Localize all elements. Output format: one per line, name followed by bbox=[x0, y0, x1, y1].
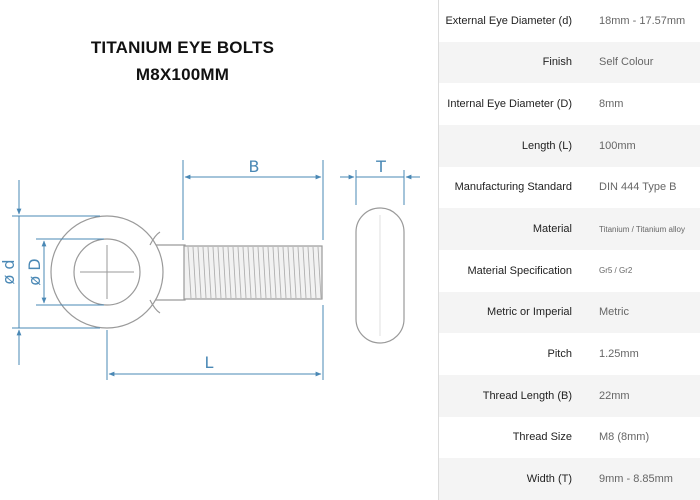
dimension-lines bbox=[12, 160, 420, 380]
thread-line bbox=[207, 246, 212, 299]
spec-label: External Eye Diameter (d) bbox=[445, 14, 572, 27]
spec-label: Internal Eye Diameter (D) bbox=[447, 98, 572, 111]
thread-line bbox=[262, 246, 267, 299]
thread-line bbox=[297, 246, 302, 299]
thread-line bbox=[282, 246, 287, 299]
spec-row: Material Titanium / Titanium alloy bbox=[439, 208, 700, 250]
thread-line bbox=[187, 246, 192, 299]
fillet-top bbox=[149, 231, 161, 246]
thread-line bbox=[272, 246, 277, 299]
thread-line bbox=[292, 246, 297, 299]
spec-label: Thread Length (B) bbox=[482, 389, 572, 402]
spec-row: Width (T) 9mm - 8.85mm bbox=[439, 458, 700, 500]
thread-line bbox=[257, 246, 262, 299]
fillet-bottom bbox=[149, 299, 161, 314]
spec-row: Manufacturing Standard DIN 444 Type B bbox=[439, 167, 700, 209]
spec-value: 100mm bbox=[599, 139, 636, 152]
spec-value: 1.25mm bbox=[599, 348, 639, 361]
spec-label: Manufacturing Standard bbox=[454, 181, 572, 194]
thread-line bbox=[232, 246, 237, 299]
thread-line bbox=[242, 246, 247, 299]
thread-line bbox=[267, 246, 272, 299]
drawing-panel: TITANIUM EYE BOLTS M8X100MM bbox=[0, 34, 420, 380]
thread-line bbox=[252, 246, 257, 299]
spec-label: Thread Size bbox=[512, 431, 572, 444]
spec-value: Metric bbox=[599, 306, 629, 319]
spec-row: Material Specification Gr5 / Gr2 bbox=[439, 250, 700, 292]
title-line-2: M8X100MM bbox=[135, 65, 230, 84]
spec-value: Titanium / Titanium alloy bbox=[599, 224, 685, 234]
spec-row: Pitch 1.25mm bbox=[439, 333, 700, 375]
spec-value: 22mm bbox=[599, 389, 630, 402]
spec-row: Metric or Imperial Metric bbox=[439, 291, 700, 334]
spec-value: Self Colour bbox=[599, 56, 654, 69]
thread-line bbox=[227, 246, 232, 299]
thread-line bbox=[247, 246, 252, 299]
spec-row: Internal Eye Diameter (D) 8mm bbox=[439, 83, 700, 125]
spec-row: External Eye Diameter (d) 18mm - 17.57mm bbox=[439, 0, 700, 42]
spec-row: Length (L) 100mm bbox=[439, 125, 700, 167]
spec-value: M8 (8mm) bbox=[599, 431, 650, 444]
thread-line bbox=[212, 246, 217, 299]
thread-line bbox=[287, 246, 292, 299]
threaded-section bbox=[183, 245, 323, 300]
spec-row: Thread Size M8 (8mm) bbox=[439, 417, 700, 459]
spec-label: Width (T) bbox=[526, 473, 572, 486]
spec-label: Pitch bbox=[547, 348, 572, 361]
spec-value: 8mm bbox=[599, 98, 624, 111]
thread-line bbox=[217, 246, 222, 299]
spec-value: 9mm - 8.85mm bbox=[599, 473, 673, 486]
spec-label: Material bbox=[532, 223, 572, 236]
thread-line bbox=[277, 246, 282, 299]
thread-line bbox=[317, 246, 322, 299]
dimension-label-outer-d: ø d bbox=[0, 259, 18, 284]
dimension-label-inner-d: ø D bbox=[25, 258, 44, 285]
thread-line bbox=[222, 246, 227, 299]
spec-row: Thread Length (B) 22mm bbox=[439, 375, 700, 417]
thread-line bbox=[197, 246, 202, 299]
dimension-label-t: T bbox=[375, 157, 386, 176]
spec-row: Finish Self Colour bbox=[439, 41, 700, 84]
thread-lines bbox=[187, 246, 322, 299]
spec-value: Gr5 / Gr2 bbox=[599, 266, 633, 276]
thread-line bbox=[302, 246, 307, 299]
spec-label: Length (L) bbox=[521, 139, 572, 152]
title-line-1: TITANIUM EYE BOLTS bbox=[90, 38, 275, 57]
product-title: TITANIUM EYE BOLTS M8X100MM bbox=[80, 34, 285, 88]
thread-line bbox=[237, 246, 242, 299]
eye-center-cross bbox=[80, 245, 134, 299]
thread-line bbox=[202, 246, 207, 299]
spec-label: Metric or Imperial bbox=[487, 306, 572, 319]
thread-line bbox=[312, 246, 317, 299]
thread-line bbox=[192, 246, 197, 299]
spec-value: DIN 444 Type B bbox=[599, 181, 677, 194]
eye-bolt-technical-drawing: B T L ø d ø D bbox=[0, 157, 420, 380]
spec-label: Material Specification bbox=[467, 264, 572, 277]
dimension-label-l: L bbox=[205, 353, 214, 372]
spec-value: 18mm - 17.57mm bbox=[599, 14, 686, 27]
thread-line bbox=[307, 246, 312, 299]
dimension-label-b: B bbox=[249, 157, 260, 176]
spec-label: Finish bbox=[542, 56, 572, 69]
